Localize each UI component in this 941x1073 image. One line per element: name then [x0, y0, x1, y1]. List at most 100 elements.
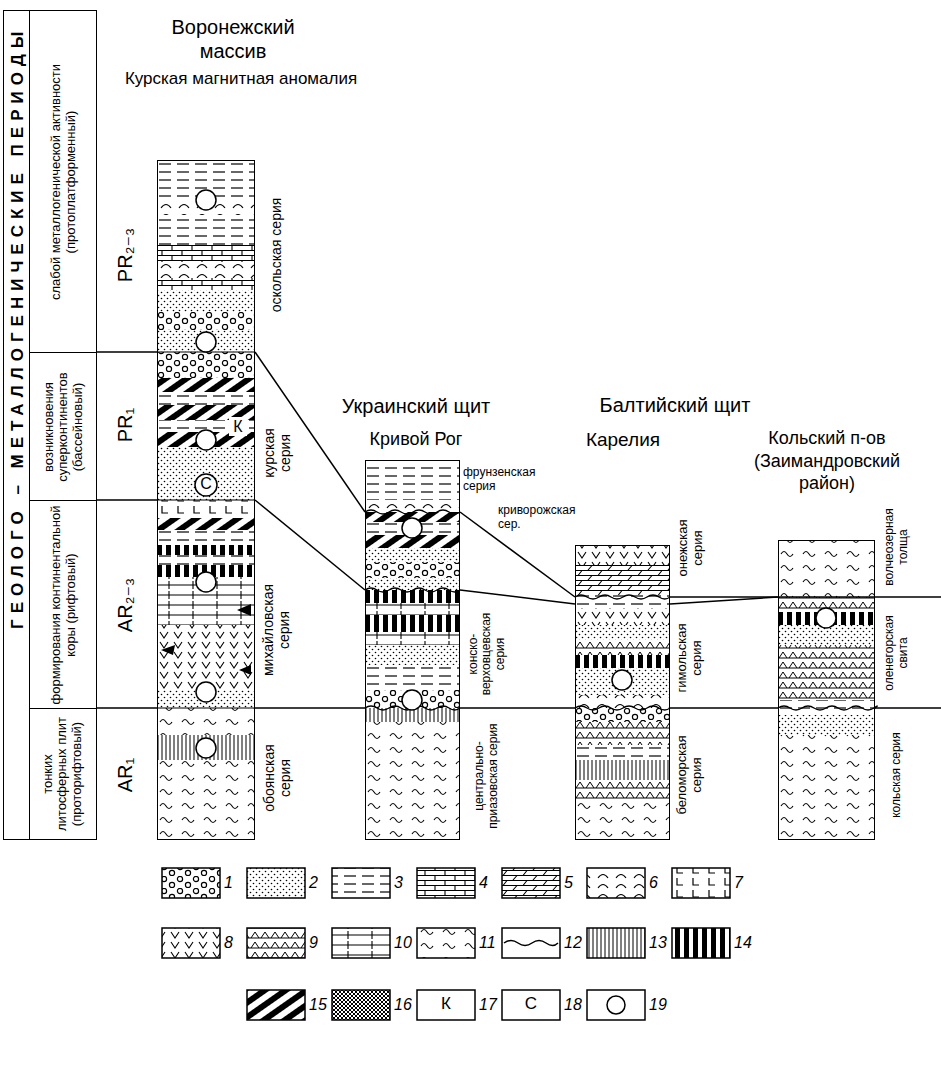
legend-swatch — [247, 928, 305, 958]
period-title-cell: ГЕОЛОГО – МЕТАЛЛОГЕНИЧЕСКИЕ ПЕРИОДЫ — [3, 10, 30, 840]
legend-swatch — [417, 928, 475, 958]
ore-deposit-circle — [196, 190, 216, 210]
rock-layer — [157, 278, 255, 290]
legend-number: 8 — [224, 933, 246, 952]
legend-swatch — [332, 990, 390, 1020]
period-label: формирования континентальной коры (рифто… — [30, 501, 96, 708]
rock-layer — [778, 735, 875, 840]
stratigraphic-column: Украинский щитКривой Рог — [365, 460, 460, 840]
rock-layer — [157, 545, 255, 555]
series-name: волчеозерная толща — [880, 500, 914, 594]
unconformity — [778, 706, 877, 710]
ore-deposit-circle — [402, 518, 422, 538]
kola-column-fill — [778, 540, 877, 840]
legend-number: 5 — [564, 873, 586, 892]
series-name-box: курская серия — [258, 410, 294, 495]
area-heading: Курская магнитная аномалия — [116, 69, 366, 89]
rock-layer — [157, 760, 255, 840]
legend-number: 10 — [394, 933, 416, 952]
rock-layer — [575, 545, 670, 565]
legend-swatch — [162, 868, 220, 898]
ore-lens — [237, 604, 251, 616]
rock-layer — [157, 447, 255, 500]
krivoy-rog-column-fill — [365, 460, 460, 840]
series-name: криворожская сер. — [498, 504, 578, 532]
rock-layer — [575, 668, 670, 695]
ore-deposit-circle — [196, 572, 216, 592]
period-label: возникновения суперконтинентов (бассейно… — [30, 353, 96, 500]
age-index-box: AR₁ — [100, 720, 150, 830]
rock-layer — [365, 460, 460, 500]
period-cell: слабой металлогенической активности (про… — [30, 10, 97, 352]
rock-layer — [575, 780, 670, 800]
unconformity — [365, 510, 460, 710]
layer-boundary — [157, 352, 255, 708]
legend-number: 16 — [394, 995, 416, 1014]
rock-layer — [575, 708, 670, 722]
legend-number: 18 — [564, 995, 586, 1014]
series-name-box: конско-верховцевская серия — [463, 606, 511, 702]
ore-deposit-circle — [816, 608, 836, 628]
rock-layer — [157, 518, 255, 530]
layer-boundary — [778, 596, 875, 597]
series-name: фрунзенская серия — [463, 466, 540, 494]
rock-layer — [778, 715, 875, 735]
region-heading: Воронежский массив — [158, 15, 308, 63]
rock-layer — [575, 640, 670, 655]
rock-layer — [365, 548, 460, 562]
series-name-box: центрально-приазовская серия — [463, 716, 511, 836]
ore-symbol-letter: К — [229, 417, 247, 436]
correlation-line — [460, 590, 575, 604]
kursk-column-fill — [157, 160, 255, 840]
rock-layer — [157, 735, 255, 760]
series-name-box: онежская серия — [673, 505, 707, 590]
legend-number: 19 — [649, 995, 671, 1014]
period-cell: тонких литосферных плит (проторифтовый) — [30, 708, 97, 840]
legend-number: 14 — [734, 933, 756, 952]
series-name: михайловская серия — [258, 560, 294, 700]
series-name: курская серия — [258, 410, 294, 495]
period-title: ГЕОЛОГО – МЕТАЛЛОГЕНИЧЕСКИЕ ПЕРИОДЫ — [4, 11, 29, 839]
legend-number: 1 — [224, 873, 246, 892]
ore-lens — [239, 665, 251, 675]
legend-number: 3 — [394, 873, 416, 892]
ore-symbol-letter: С — [523, 994, 539, 1014]
legend-swatch — [162, 928, 220, 958]
rock-layer — [365, 615, 460, 632]
rock-layer — [157, 330, 255, 352]
series-name-box: беломорская серия — [673, 716, 707, 834]
rock-layer — [365, 722, 460, 840]
legend-circle — [607, 996, 625, 1014]
legend-number: 9 — [309, 933, 331, 952]
rock-layer — [365, 632, 460, 645]
legend-swatch — [502, 928, 560, 958]
correlation-line — [670, 597, 778, 604]
legend-number: 6 — [649, 873, 671, 892]
rock-layer — [157, 215, 255, 245]
rock-layer — [575, 745, 670, 760]
rock-layer — [157, 290, 255, 312]
rock-layer — [157, 625, 255, 690]
legend-swatch — [587, 990, 645, 1020]
ore-symbol-letter: К — [438, 994, 454, 1014]
period-label: тонких литосферных плит (проторифтовый) — [30, 709, 96, 839]
legend-swatches — [162, 868, 730, 1020]
legend-number: 11 — [479, 933, 501, 952]
legend-number: 4 — [479, 873, 501, 892]
ore-deposit-circle — [612, 670, 632, 690]
legend-swatch — [672, 868, 730, 898]
rock-layer — [575, 625, 670, 640]
series-name: центрально-приазовская серия — [463, 716, 511, 836]
ore-deposit-circle — [195, 474, 217, 496]
stratigraphic-column: Воронежский массивКурская магнитная аном… — [157, 160, 255, 840]
rock-layer — [575, 760, 670, 780]
rock-layer — [365, 562, 460, 578]
stratigraphic-column: Кольский п-ов (Заимандровский район) — [778, 540, 875, 840]
correlation-line — [255, 352, 365, 512]
legend-swatch — [332, 928, 390, 958]
rock-layer — [157, 500, 255, 518]
series-name: оленегорская свита — [880, 604, 914, 702]
region-heading: Карелия — [553, 429, 693, 452]
